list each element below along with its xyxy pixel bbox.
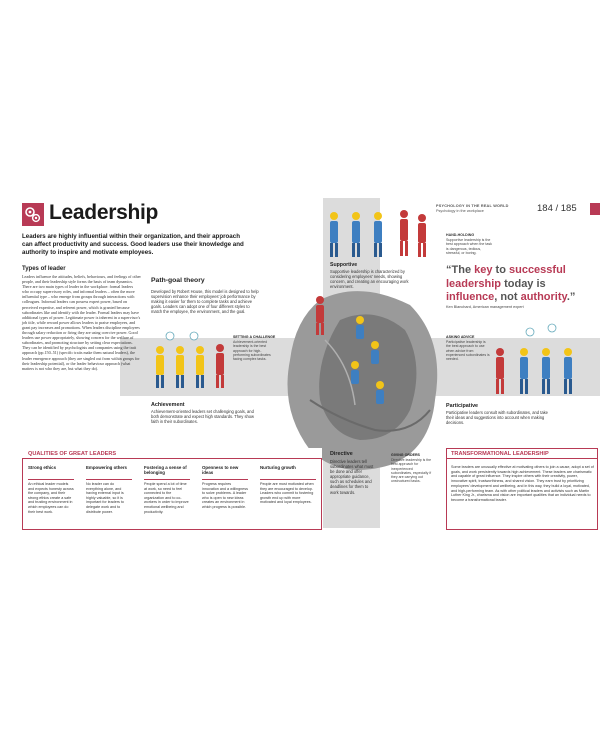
hand-holding-body: Supportive leadership is the best approa… [446,238,492,256]
asking-advice-heading: ASKING ADVICE [446,335,475,339]
supportive-heading: Supportive [330,262,358,268]
pull-quote: “The key to successful leadership today … [446,264,576,303]
qualities-header [22,448,322,459]
giving-orders-heading: GIVING ORDERS [391,453,420,457]
quality-column: Empowering others No leader can do every… [86,465,132,514]
achievement-body: Achievement-oriented leaders set challen… [151,409,255,425]
intro-text: Leaders are highly influential within th… [22,233,244,256]
gear-icon [25,207,41,223]
participative-body: Participative leaders consult with subor… [446,410,548,426]
asking-advice-body: Participative leadership is the best app… [446,340,490,362]
types-body: Leaders influence the attitudes, beliefs… [22,274,141,371]
transformational-body: Some leaders are unusually effective at … [451,465,594,502]
types-heading: Types of leader [22,266,66,272]
quality-column: Fostering a sense of belonging People sp… [144,465,190,514]
quality-body: People spend a lot of time at work, so n… [144,482,189,514]
quality-body: People are most motivated when they are … [260,482,314,505]
quality-body: An ethical leader models and expects hon… [28,482,74,514]
quality-heading: Fostering a sense of belonging [144,465,190,480]
leadership-gear-icon [22,203,44,226]
quality-heading: Strong ethics [28,465,74,480]
directive-heading: Directive [330,451,353,457]
achievement-heading: Achievement [151,402,185,408]
path-goal-body: Developed by Robert House, this model is… [151,289,259,315]
participative-figures [496,323,572,394]
page-numbers: 184 / 185 [537,203,577,214]
transformational-title: TRANSFORMATIONAL LEADERSHIP [451,450,549,457]
quality-heading: Nurturing growth [260,465,316,480]
quote-attribution: Ken Blanchard, American management exper… [446,305,524,309]
supportive-body: Supportive leadership is characterized b… [330,269,409,290]
quality-heading: Empowering others [86,465,132,480]
hand-holding-heading: HAND-HOLDING [446,233,475,237]
page-title: Leadership [49,201,159,224]
directive-body: Directive leaders tell subordinates what… [330,459,374,495]
qualities-title: QUALITIES OF GREAT LEADERS [28,450,117,457]
quality-column: Openness to new ideas Progress requires … [202,465,248,510]
transformational-header [446,448,598,459]
setting-challenge-body: Achievement-oriented leadership is the b… [233,340,271,362]
quality-heading: Openness to new ideas [202,465,248,480]
setting-challenge-heading: SETTING A CHALLENGE [233,335,276,339]
transformational-box [446,448,598,530]
path-goal-heading: Path-goal theory [151,277,205,284]
quality-column: Strong ethics An ethical leader models a… [28,465,74,514]
quality-body: Progress requires innovation and a willi… [202,482,248,509]
section-label: PSYCHOLOGY IN THE REAL WORLD [436,204,509,208]
achievement-figures [156,331,224,388]
subsection-label: Psychology in the workplace [436,209,484,213]
climbing-figures [316,296,384,404]
quality-body: No leader can do everything alone, and h… [86,482,124,514]
giving-orders-body: Directive leadership is the best approac… [391,458,432,484]
section-tab [590,203,600,215]
supportive-figures [330,210,426,257]
quality-column: Nurturing growth People are most motivat… [260,465,316,505]
rock-illustration [287,291,438,470]
participative-heading: Participative [446,403,479,409]
